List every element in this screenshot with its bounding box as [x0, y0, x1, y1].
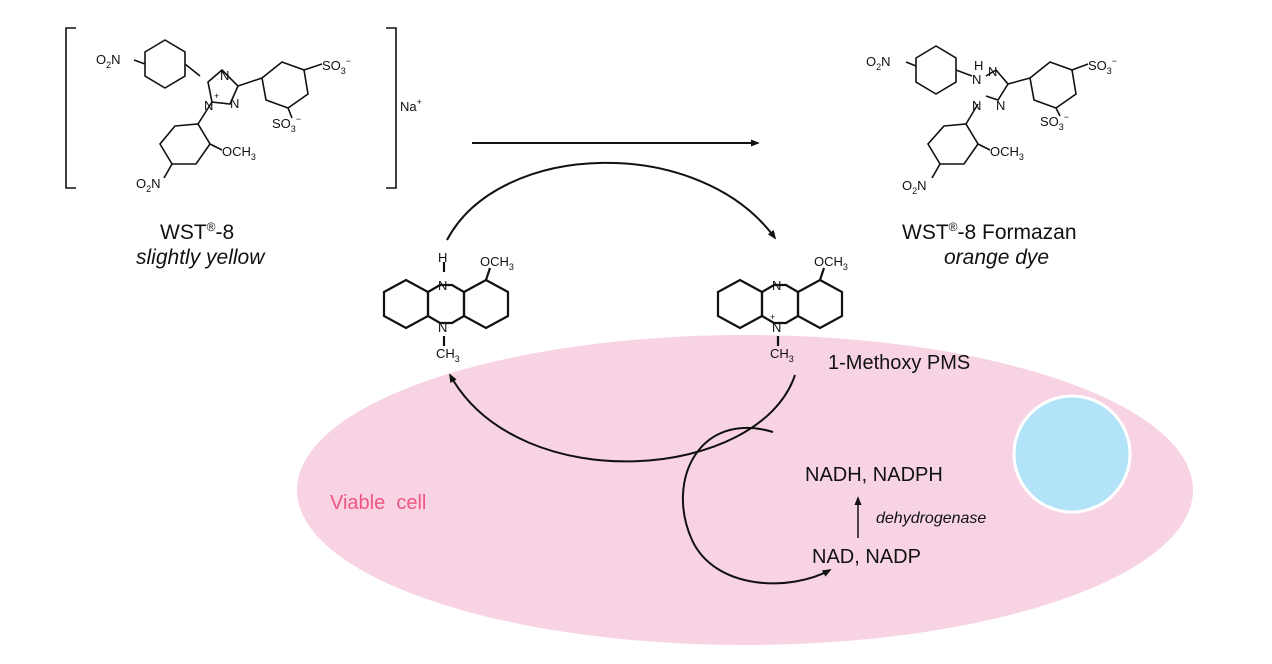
cell-nucleus [1012, 394, 1132, 514]
svg-text:OCH3: OCH3 [814, 254, 848, 272]
reduced-pms-och3: OCH [480, 254, 509, 269]
viable-cell-label: Viable cell [330, 492, 427, 514]
wst8-n1: N [220, 68, 229, 83]
svg-text:CH3: CH3 [770, 346, 794, 364]
oxidized-pms-structure [716, 267, 844, 346]
reduced-pms-structure [382, 262, 510, 346]
viable-cell [297, 335, 1193, 645]
svg-text:SO3−: SO3− [322, 56, 351, 76]
wst8-o2n-o: O [96, 52, 106, 67]
wst8-so3-b: SO [272, 116, 291, 131]
reduced-cofactors: NADH, NADPH [805, 464, 943, 486]
wst8-name: WST®-8 [160, 220, 235, 244]
formazan-so3-a: SO [1088, 58, 1107, 73]
wst8-atom-labels: O2N N N N + SO3− SO3− OCH3 O2N Na+ [96, 52, 422, 194]
svg-text:OCH3: OCH3 [222, 144, 256, 162]
tetrazolium-ring [207, 68, 239, 105]
formazan-structure [905, 45, 1089, 179]
formazan-n4: N [972, 98, 981, 113]
wst8-n-plus: + [214, 91, 219, 101]
oxidized-pms-och3: OCH [814, 254, 843, 269]
wst8-description: slightly yellow [136, 246, 265, 269]
formazan-so3-b: SO [1040, 114, 1059, 129]
counter-ion: Na [400, 99, 417, 114]
svg-text:O2N: O2N [96, 52, 121, 70]
cofactor-cycle-arrow [682, 426, 832, 585]
left-bracket-close [386, 27, 397, 189]
formazan-atom-labels: O2N H N N N N SO3− SO3− OCH3 O2N [866, 54, 1117, 196]
formazan-methoxy-nitrophenyl-ring [927, 123, 979, 165]
svg-text:O2N: O2N [902, 178, 927, 196]
formazan-nitrophenyl-ring-top [915, 45, 957, 95]
formazan-o2n-o: O [866, 54, 876, 69]
cycle-arrow-bottom [449, 373, 796, 463]
formazan-n1: N [972, 72, 981, 87]
formazan-och3: OCH [990, 144, 1019, 159]
wst8-o2n-b: O [136, 176, 146, 191]
formazan-n3: N [996, 98, 1005, 113]
svg-text:O2N: O2N [136, 176, 161, 194]
formazan-n2: N [988, 64, 997, 79]
pms-label: 1-Methoxy PMS [828, 352, 971, 374]
formazan-o2n-b: O [902, 178, 912, 193]
wst8-och3: OCH [222, 144, 251, 159]
reduced-pms-n-top: N [438, 278, 447, 293]
formazan-h: H [974, 58, 983, 73]
left-bracket-open [65, 27, 76, 189]
wst8-structure [65, 27, 397, 189]
svg-text:O2N: O2N [866, 54, 891, 72]
formazan-description: orange dye [944, 246, 1050, 269]
svg-text:OCH3: OCH3 [990, 144, 1024, 162]
methoxy-nitrophenyl-ring [159, 123, 211, 165]
cycle-arrow-top [446, 161, 777, 241]
wst8-n3: N [204, 98, 213, 113]
svg-text:SO3−: SO3− [272, 114, 301, 134]
svg-text:Na+: Na+ [400, 97, 422, 114]
enzyme-label: dehydrogenase [876, 510, 987, 527]
reduced-pms-labels: H N N OCH3 CH3 [436, 250, 514, 364]
oxidized-pms-n-bottom: N [772, 320, 781, 335]
svg-text:SO3−: SO3− [1040, 112, 1069, 132]
reduced-pms-ch3: CH [436, 346, 455, 361]
svg-text:CH3: CH3 [436, 346, 460, 364]
nitrophenyl-ring-top [144, 39, 186, 89]
formazan-name: WST®-8 Formazan [902, 220, 1077, 244]
wst8-n2: N [230, 96, 239, 111]
oxidized-pms-n-top: N [772, 278, 781, 293]
oxidized-pms-ch3: CH [770, 346, 789, 361]
sulfophenyl-ring [261, 61, 309, 109]
oxidized-pms-n-plus: + [770, 312, 775, 322]
wst8-so3-a: SO [322, 58, 341, 73]
reduced-pms-n-bottom: N [438, 320, 447, 335]
formazan-sulfophenyl-ring [1029, 61, 1077, 109]
reduced-pms-h: H [438, 250, 447, 265]
oxidized-pms-labels: N N + OCH3 CH3 [770, 254, 848, 364]
svg-text:SO3−: SO3− [1088, 56, 1117, 76]
svg-text:OCH3: OCH3 [480, 254, 514, 272]
oxidized-cofactors: NAD, NADP [812, 546, 921, 568]
